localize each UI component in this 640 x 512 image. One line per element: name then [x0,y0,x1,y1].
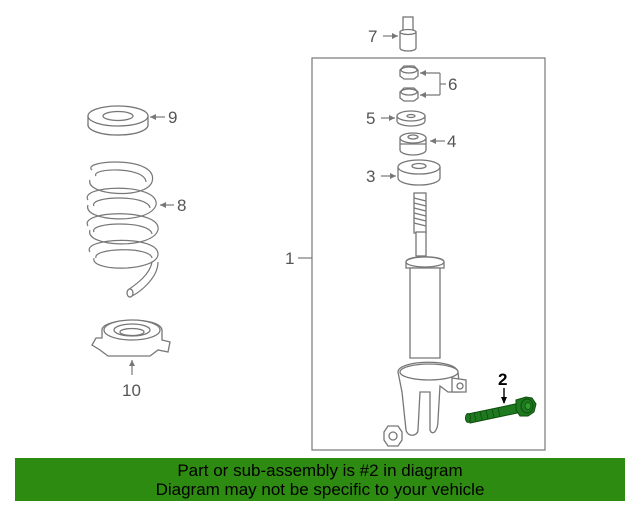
callout-4: 4 [430,132,456,151]
callout-3: 3 [366,167,396,186]
strut-bolt-nut[interactable] [383,425,403,447]
callout-5: 5 [366,109,395,128]
callout-8: 8 [160,196,186,215]
callout-6-label: 6 [448,75,457,94]
callout-7-label: 7 [368,27,377,46]
part-3-lower-mount[interactable] [397,159,441,186]
callout-2: 2 [498,370,507,404]
callout-1-label: 1 [285,249,294,268]
strut-assembly[interactable] [397,192,467,436]
part-2-bolt[interactable] [465,396,537,424]
callout-7: 7 [368,27,398,46]
info-banner: Part or sub-assembly is #2 in diagram Di… [15,458,625,501]
part-6-nuts[interactable] [399,65,419,102]
callout-6: 6 [420,70,457,98]
info-banner-line-2: Diagram may not be specific to your vehi… [155,480,485,499]
info-banner-line-1: Part or sub-assembly is #2 in diagram [177,461,463,480]
callout-9: 9 [150,108,177,127]
part-10-spring-seat[interactable] [91,319,171,357]
callout-5-label: 5 [366,109,375,128]
part-5-washer[interactable] [396,110,426,127]
callout-8-label: 8 [177,196,186,215]
callout-1: 1 [285,249,312,268]
callout-9-label: 9 [168,108,177,127]
callout-10: 10 [122,360,141,400]
callout-10-label: 10 [122,381,141,400]
part-7-bump-stop[interactable] [399,16,417,52]
callout-4-label: 4 [447,132,456,151]
assembly-1-frame [311,57,546,451]
part-8-coil-spring[interactable] [86,161,159,298]
part-9-spring-insulator[interactable] [87,105,149,136]
callout-2-label: 2 [498,370,507,389]
callout-3-label: 3 [366,167,375,186]
part-4-mount-bushing[interactable] [399,132,427,156]
